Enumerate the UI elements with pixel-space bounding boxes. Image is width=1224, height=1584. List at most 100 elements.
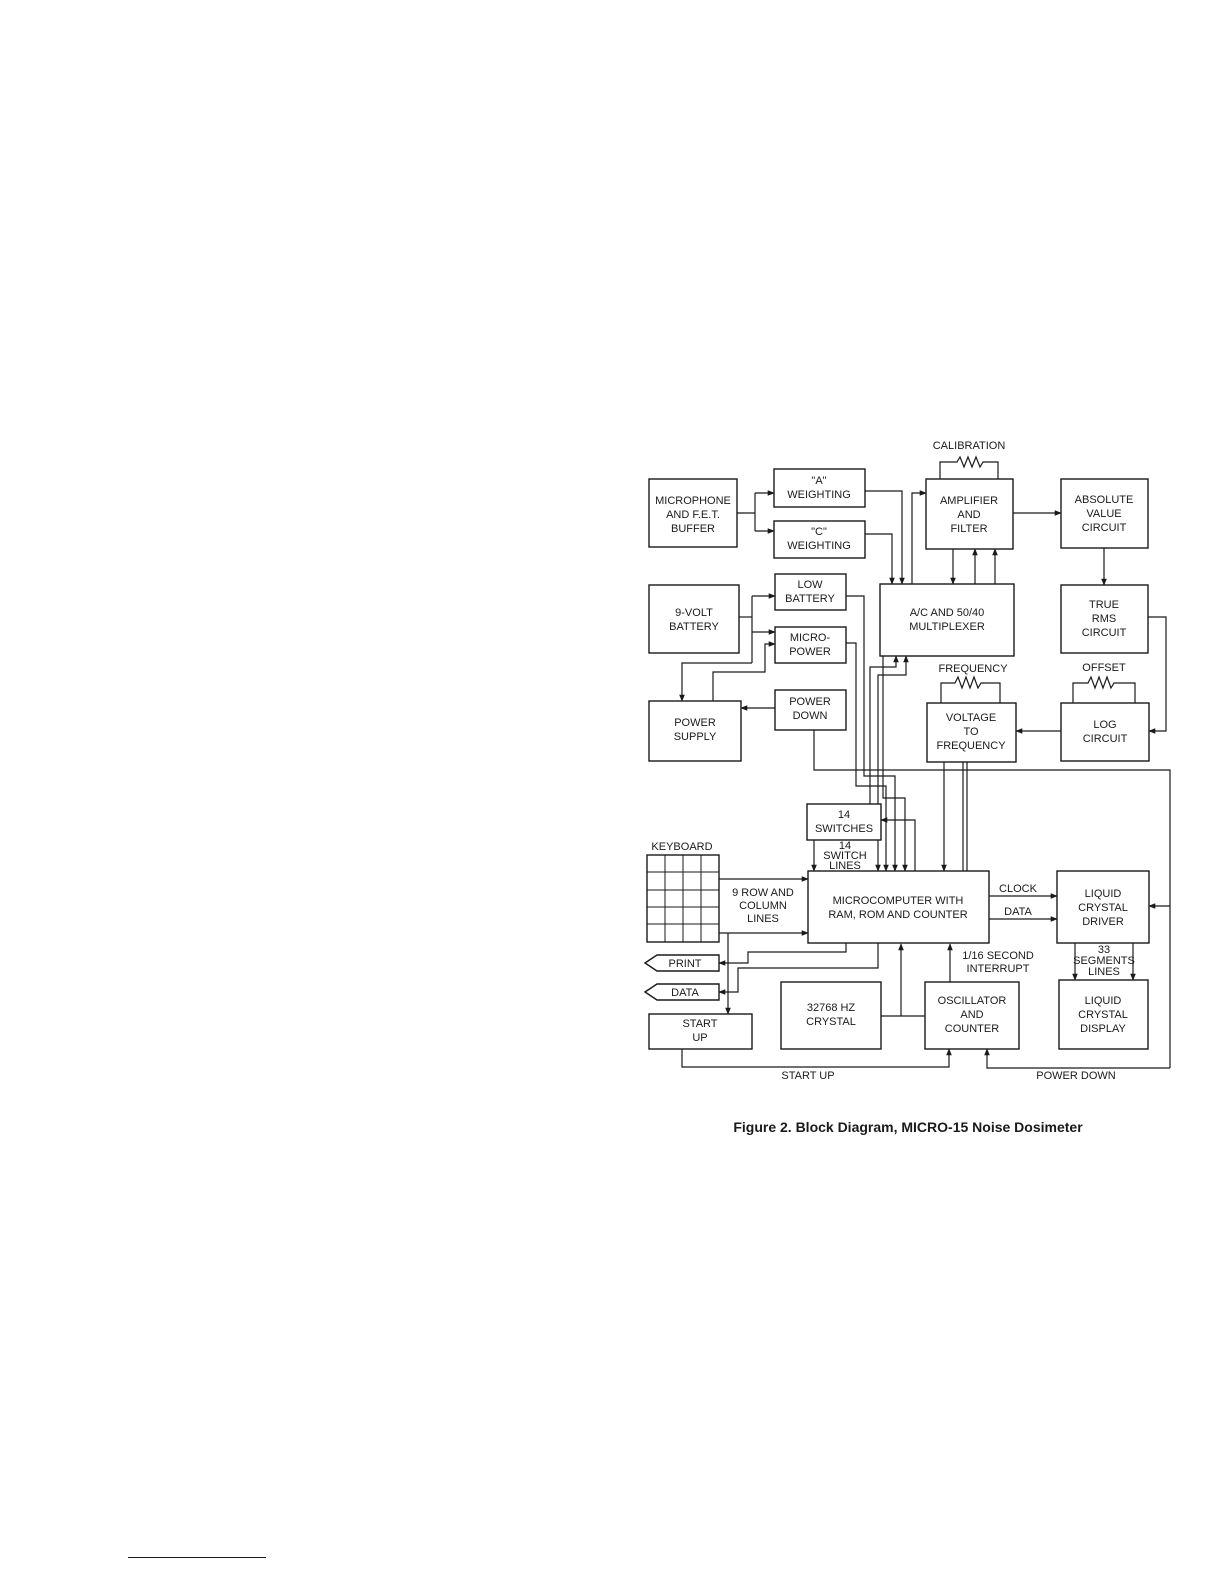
data-line-label: DATA xyxy=(1004,906,1032,918)
block-line: TO xyxy=(963,726,979,738)
calibration-label: CALIBRATION xyxy=(933,440,1006,452)
footnote-rule xyxy=(128,1557,266,1558)
block-line: A/C AND 50/40 xyxy=(910,607,985,619)
block-line: DRIVER xyxy=(1082,916,1124,928)
block-line: DOWN xyxy=(793,710,828,722)
block-lcd-driver: LIQUID CRYSTAL DRIVER xyxy=(1056,870,1150,944)
block-low-battery: LOW BATTERY xyxy=(774,573,847,611)
block-line: 9-VOLT xyxy=(675,607,713,619)
svg-text:"C"WEIGHTING: "C" WEIGHTING xyxy=(787,526,851,552)
block-c-weighting: "C" WEIGHTING xyxy=(773,520,866,559)
block-line: CRYSTAL xyxy=(1078,902,1128,914)
block-absolute-value: ABSOLUTE VALUE CIRCUIT xyxy=(1060,478,1149,549)
block-oscillator: OSCILLATOR AND COUNTER xyxy=(924,981,1020,1050)
block-line: WEIGHTING xyxy=(787,489,851,501)
block-line: SWITCHES xyxy=(815,823,873,835)
block-line: LIQUID xyxy=(1085,888,1122,900)
block-line: AND xyxy=(960,1009,983,1021)
block-line: WEIGHTING xyxy=(787,540,851,552)
block-line: RAM, ROM AND COUNTER xyxy=(828,909,967,921)
block-a-weighting: "A" WEIGHTING xyxy=(773,468,866,508)
power-down-line-label: POWER DOWN xyxy=(1036,1070,1115,1082)
connection-lines xyxy=(679,455,1171,1069)
clock-label: CLOCK xyxy=(999,883,1038,895)
offset-label: OFFSET xyxy=(1082,662,1126,674)
svg-text:MICRO-POWER: MICRO- POWER xyxy=(789,632,831,658)
block-line: CRYSTAL xyxy=(806,1016,856,1028)
block-line: VALUE xyxy=(1086,508,1121,520)
block-line: POWER xyxy=(674,717,716,729)
block-line: "C" xyxy=(811,526,827,538)
block-line: CIRCUIT xyxy=(1082,522,1127,534)
block-line: START xyxy=(682,1018,717,1030)
block-line: VOLTAGE xyxy=(946,712,996,724)
block-line: AMPLIFIER xyxy=(940,495,998,507)
block-line: POWER xyxy=(789,646,831,658)
block-power-down: POWER DOWN xyxy=(774,689,847,731)
print-label: PRINT xyxy=(669,958,702,970)
block-line: AND F.E.T. xyxy=(666,509,720,521)
block-line: MULTIPLEXER xyxy=(909,621,985,633)
block-lcd-display: LIQUID CRYSTAL DISPLAY xyxy=(1058,979,1149,1050)
block-power-supply: POWER SUPPLY xyxy=(648,700,742,762)
block-line: POWER xyxy=(789,696,831,708)
data-output-label: DATA xyxy=(671,987,699,999)
block-line: LOG xyxy=(1093,719,1116,731)
frequency-label: FREQUENCY xyxy=(938,663,1008,675)
block-line: CIRCUIT xyxy=(1083,733,1128,745)
block-line: BATTERY xyxy=(785,593,835,605)
block-line: COUNTER xyxy=(945,1023,999,1035)
block-line: 14 xyxy=(838,809,850,821)
block-line: CIRCUIT xyxy=(1082,627,1127,639)
block-battery: 9-VOLT BATTERY xyxy=(648,584,740,654)
block-line: DISPLAY xyxy=(1080,1023,1126,1035)
block-line: AND xyxy=(957,509,980,521)
print-output: PRINT xyxy=(643,954,720,972)
block-log-circuit: LOG CIRCUIT xyxy=(1060,702,1150,762)
block-start-up: START UP xyxy=(648,1013,753,1050)
block-line: FILTER xyxy=(950,523,987,535)
keyboard-label: KEYBOARD xyxy=(651,841,712,853)
block-line: MICRO- xyxy=(790,632,831,644)
block-line: OSCILLATOR xyxy=(938,995,1007,1007)
block-line: TRUE xyxy=(1089,599,1119,611)
block-line: LIQUID xyxy=(1085,995,1122,1007)
block-line: ABSOLUTE xyxy=(1075,494,1134,506)
block-line: CRYSTAL xyxy=(1078,1009,1128,1021)
block-line: BUFFER xyxy=(671,523,715,535)
block-line: LOW xyxy=(797,579,823,591)
block-line: "A" xyxy=(811,475,826,487)
block-line: SUPPLY xyxy=(674,731,717,743)
block-line: UP xyxy=(692,1032,707,1044)
block-line: BATTERY xyxy=(669,621,719,633)
